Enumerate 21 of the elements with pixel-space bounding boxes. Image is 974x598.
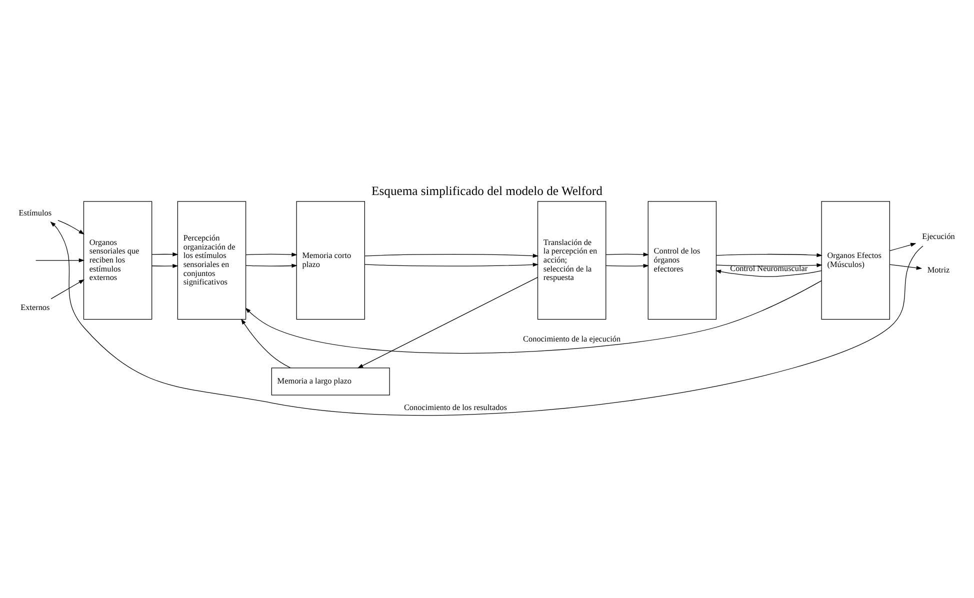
arrow: [716, 253, 822, 258]
arrow: [50, 221, 924, 416]
arrow: [152, 264, 178, 268]
arrow: [246, 252, 298, 257]
arrow: [152, 252, 178, 256]
arrow: [606, 252, 649, 256]
arrow: [245, 280, 822, 354]
arrow: [715, 270, 822, 277]
arrow: [50, 279, 85, 300]
arrow: [606, 264, 649, 268]
arrow: [364, 262, 539, 267]
arrow: [246, 264, 298, 268]
arrow: [364, 254, 539, 258]
arrow: [241, 318, 291, 368]
diagram-title: Esquema simplificado del modelo de Welford: [372, 184, 602, 198]
arrow: [889, 264, 922, 270]
arrow: [889, 242, 916, 252]
arrow: [357, 276, 538, 368]
arrow: [58, 220, 84, 235]
arrow: [716, 263, 822, 268]
arrow: [35, 258, 85, 262]
